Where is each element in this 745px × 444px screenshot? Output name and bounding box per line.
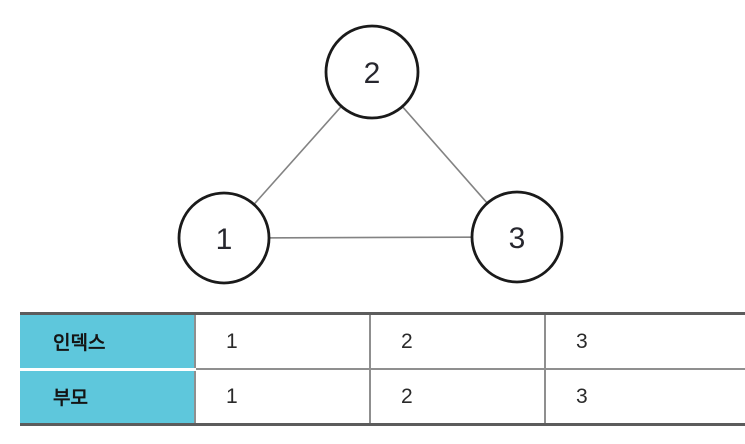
row-header-index: 인덱스	[20, 315, 195, 371]
parent-table-wrap: 인덱스 1 2 3 부모 1 2 3	[20, 312, 745, 426]
graph-node-1: 1	[177, 191, 271, 285]
index-cell-2: 2	[369, 315, 545, 370]
parent-cell-1: 1	[194, 369, 370, 423]
edge-1-3	[223, 236, 518, 239]
parent-table: 인덱스 1 2 3 부모 1 2 3	[20, 315, 745, 423]
node-label-1: 1	[216, 223, 233, 256]
graph-svg: 1 2 3	[177, 24, 564, 285]
graph-diagram: 1 2 3	[177, 24, 564, 285]
table-row-index: 인덱스 1 2 3	[20, 315, 745, 371]
node-circle-2	[324, 24, 420, 120]
node-label-2: 2	[364, 57, 381, 90]
index-cell-3: 3	[544, 315, 745, 370]
parent-cell-2: 2	[369, 369, 545, 423]
graph-node-3: 3	[470, 190, 564, 284]
node-circle-3	[470, 190, 564, 284]
index-cell-1: 1	[194, 315, 370, 370]
node-circle-1	[177, 191, 271, 285]
node-label-3: 3	[509, 222, 526, 255]
row-header-parent: 부모	[20, 369, 195, 423]
table-row-parent: 부모 1 2 3	[20, 369, 745, 423]
parent-cell-3: 3	[544, 369, 745, 423]
graph-node-2: 2	[324, 24, 420, 120]
